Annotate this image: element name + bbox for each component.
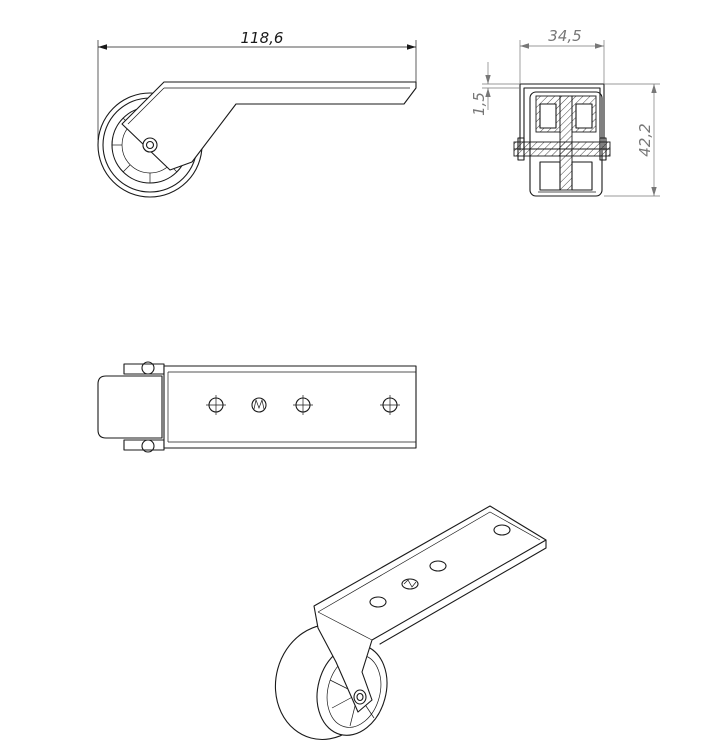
iso-hole-2 (429, 560, 447, 572)
mounting-hole-3 (380, 395, 400, 415)
dimension-label-length: 118,6 (241, 29, 284, 47)
side-view: 118,6 (97, 29, 417, 198)
dimension-label-height: 42,2 (636, 123, 654, 156)
dimension-plate-thickness: 1,5 (470, 62, 520, 116)
isometric-view (274, 505, 547, 741)
bracket-arm-side (121, 81, 417, 171)
dimension-height: 42,2 (604, 83, 660, 197)
dimension-label-width: 34,5 (548, 27, 581, 45)
center-screw-hole (251, 397, 267, 413)
mounting-hole-2 (293, 395, 313, 415)
dimension-overall-length: 118,6 (97, 29, 417, 140)
iso-hole-1 (369, 596, 387, 608)
iso-hole-3 (493, 524, 511, 536)
iso-screw-hole (401, 578, 419, 590)
front-section-view: 34,5 1,5 42,2 (470, 27, 660, 197)
mounting-hole-1 (206, 395, 226, 415)
top-view (97, 361, 417, 453)
dimension-label-thickness: 1,5 (470, 92, 488, 116)
dimension-width: 34,5 (519, 27, 605, 84)
